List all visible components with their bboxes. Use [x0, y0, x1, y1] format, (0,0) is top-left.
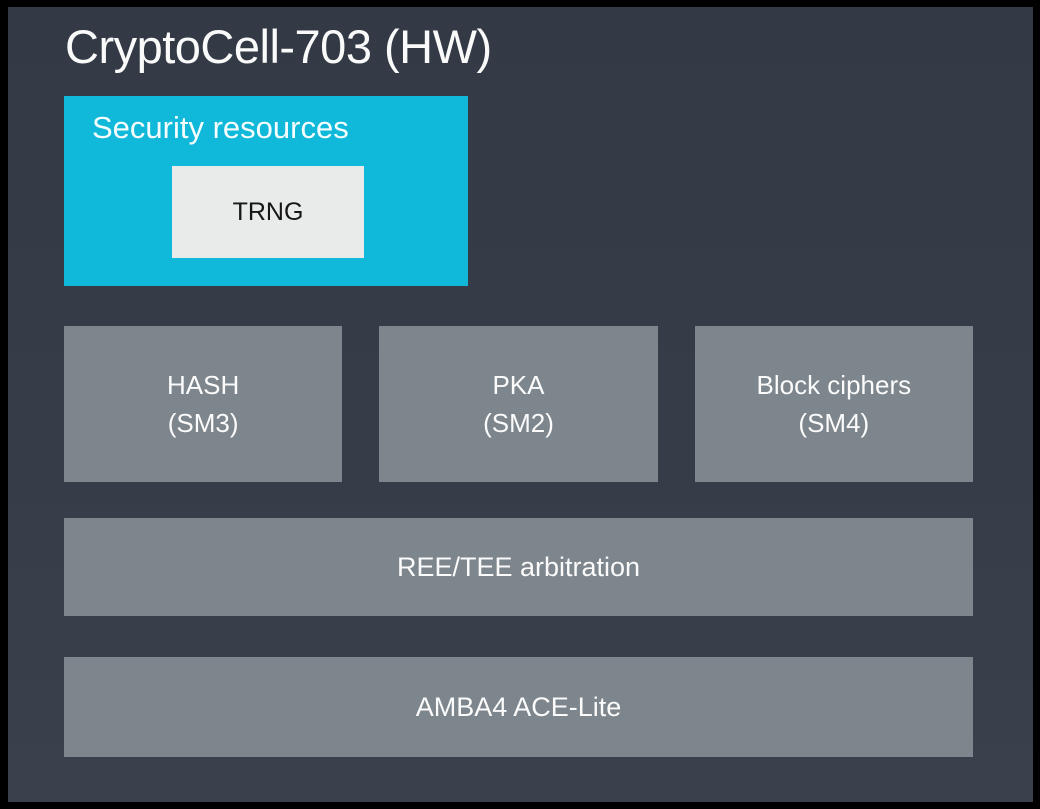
cryptocell-diagram-panel: CryptoCell-703 (HW) Security resources T… — [8, 7, 1033, 802]
trng-block: TRNG — [172, 166, 364, 258]
amba4-ace-lite-block: AMBA4 ACE-Lite — [64, 657, 973, 757]
ree-tee-arbitration-block: REE/TEE arbitration — [64, 518, 973, 616]
trng-label: TRNG — [232, 197, 304, 226]
block-ciphers-algorithm: (SM4) — [798, 408, 870, 438]
ree-tee-arbitration-label: REE/TEE arbitration — [396, 551, 641, 582]
diagram-title: CryptoCell-703 (HW) — [65, 20, 492, 73]
block-ciphers-sm4-block: Block ciphers (SM4) — [694, 326, 973, 482]
hash-sm3-block: HASH (SM3) — [64, 326, 343, 482]
pka-block-algorithm: (SM2) — [483, 408, 554, 438]
security-resources-group: Security resources TRNG — [64, 96, 468, 286]
engine-blocks-row: HASH (SM3) PKA (SM2) Block ciphers (SM4) — [64, 326, 973, 482]
pka-sm2-block: PKA (SM2) — [379, 326, 658, 482]
hash-block-name: HASH — [167, 370, 240, 400]
pka-block-name: PKA — [492, 370, 545, 400]
block-ciphers-name: Block ciphers — [756, 370, 912, 400]
amba4-ace-lite-label: AMBA4 ACE-Lite — [415, 691, 622, 722]
hash-block-algorithm: (SM3) — [167, 408, 239, 438]
security-resources-label: Security resources — [92, 110, 349, 145]
